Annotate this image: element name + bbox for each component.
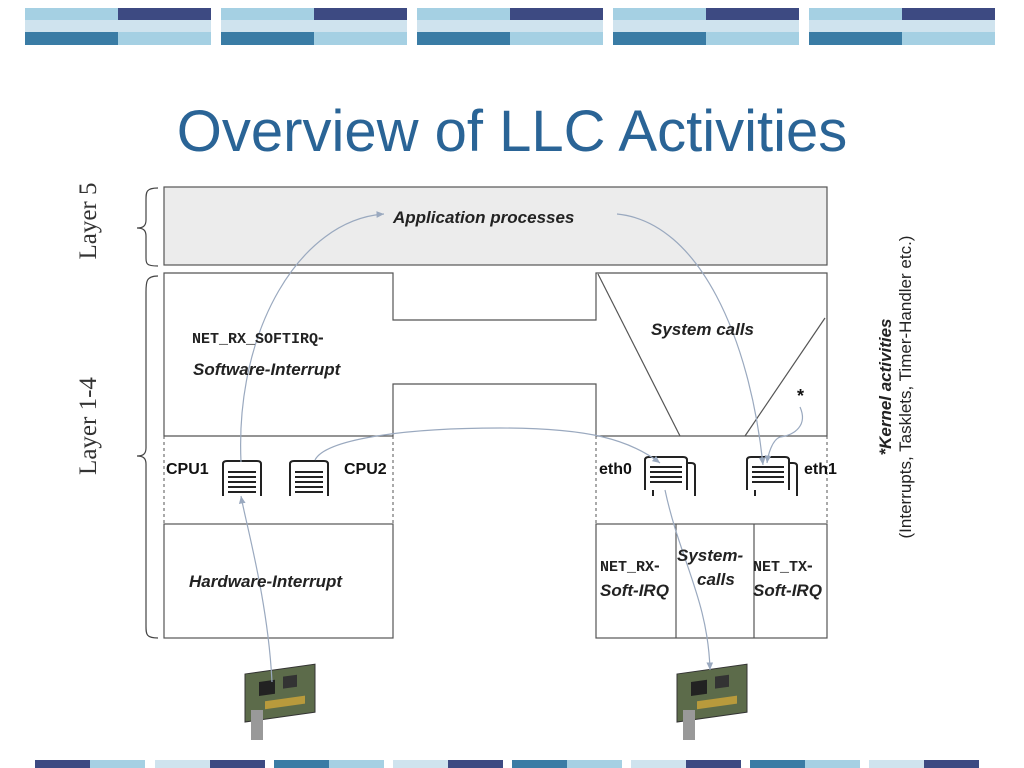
flow-arrow <box>616 213 766 466</box>
cpu2-label: CPU2 <box>344 461 387 478</box>
softirq-box <box>595 523 828 639</box>
application-processes-label: Application processes <box>393 208 575 227</box>
system-calls-2-line1: System- <box>677 546 744 565</box>
net-rx-heading: NET_RX- <box>600 556 660 576</box>
asterisk-marker: * <box>797 386 805 406</box>
kernel-activities-heading: *Kernel activities <box>876 318 895 456</box>
hardware-interrupt-label: Hardware-Interrupt <box>189 572 343 591</box>
eth1-label: eth1 <box>804 461 837 478</box>
net-tx-heading: NET_TX- <box>753 556 813 576</box>
layer5-brace <box>136 187 159 267</box>
net-tx-label: NET_TX <box>753 559 808 576</box>
software-interrupt-label: Software-Interrupt <box>193 360 341 379</box>
footer-band <box>35 760 979 768</box>
kernel-box <box>163 272 828 437</box>
page-title: Overview of LLC Activities <box>176 99 848 164</box>
syscall-funnel-left <box>597 273 681 437</box>
flow-arrow <box>238 495 273 683</box>
layer5-label: Layer 5 <box>75 182 102 260</box>
header-band <box>25 8 995 45</box>
network-card-icon <box>244 663 316 740</box>
flow-arrow <box>240 211 385 463</box>
eth0-label: eth0 <box>599 461 632 478</box>
dash: - <box>318 328 324 347</box>
kernel-activities-note: *Kernel activities (Interrupts, Tasklets… <box>876 207 924 567</box>
dash: - <box>807 556 813 575</box>
network-card-icon <box>676 663 748 740</box>
syscall-funnel-right <box>744 317 826 437</box>
eth1-icon <box>746 456 798 496</box>
kernel-activities-detail: (Interrupts, Tasklets, Timer-Handler etc… <box>896 235 915 539</box>
flow-arrow <box>764 406 803 464</box>
software-interrupt-heading: NET_RX_SOFTIRQ- <box>192 328 324 348</box>
system-calls-label: System calls <box>651 320 755 339</box>
net-rx-label: NET_RX <box>600 559 655 576</box>
layer14-brace <box>136 275 159 639</box>
cpu2-icon <box>289 460 329 496</box>
dash: - <box>654 556 660 575</box>
net-tx-softirq-text: Soft-IRQ <box>753 581 822 600</box>
flow-arrow <box>314 427 661 464</box>
net-rx-softirq-label: NET_RX_SOFTIRQ <box>192 331 319 348</box>
system-calls-2-line2: calls <box>697 570 735 589</box>
application-box <box>163 186 828 266</box>
net-rx-softirq-text: Soft-IRQ <box>600 581 669 600</box>
flow-arrow <box>664 489 714 671</box>
cpu1-icon <box>222 460 262 496</box>
layer14-label: Layer 1-4 <box>75 377 102 475</box>
cpu1-label: CPU1 <box>166 461 209 478</box>
eth0-icon <box>644 456 696 496</box>
hardware-interrupt-box <box>163 523 394 639</box>
